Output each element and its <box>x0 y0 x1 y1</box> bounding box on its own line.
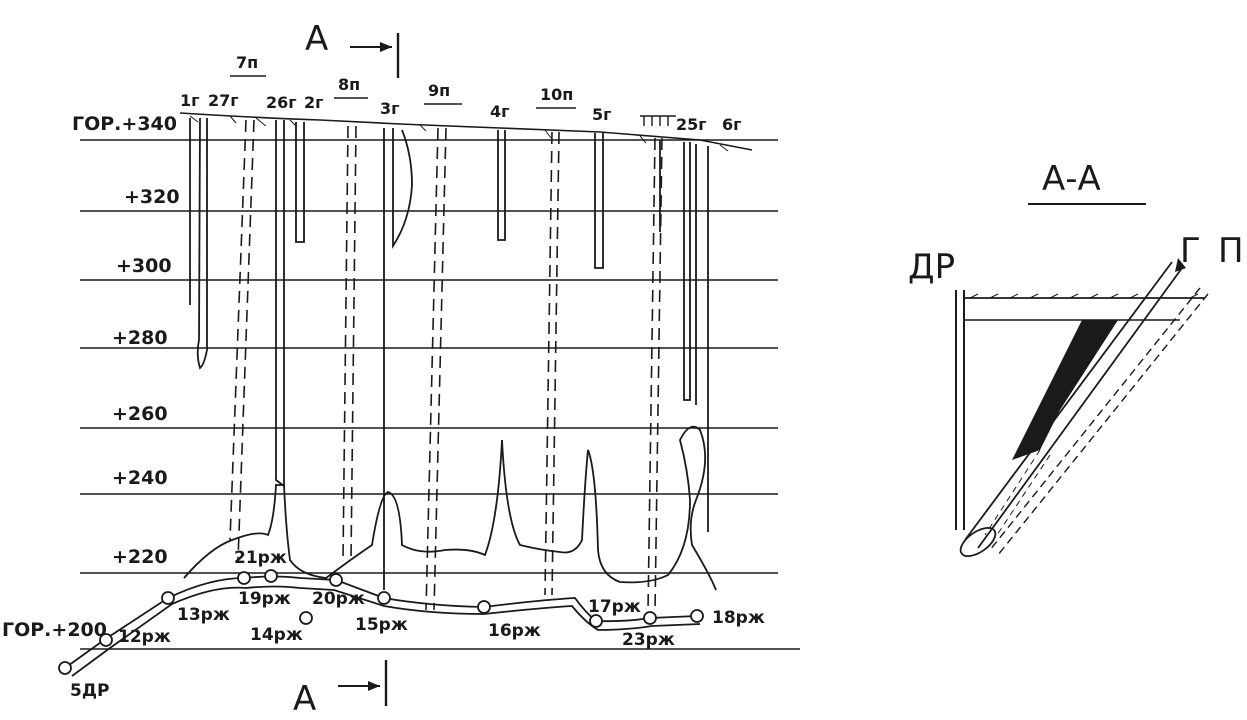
level-label-280: +280 <box>112 327 168 349</box>
cross-section-ore-body <box>1012 320 1118 460</box>
label-23rzh: 23рж <box>622 630 675 650</box>
hole-8p-a <box>342 125 349 561</box>
level-label-240: +240 <box>112 467 168 489</box>
point-19rzh <box>264 569 278 583</box>
point-14rzh <box>299 611 313 625</box>
cross-section-aa: А-А ДР Г П <box>908 159 1244 557</box>
hole-label-8p: 8п <box>334 75 368 99</box>
label-18rzh: 18рж <box>712 608 765 628</box>
inclined-holes <box>229 119 663 613</box>
cross-section-ground-hatching <box>969 293 1199 299</box>
level-top-label: ГОР.+340 <box>72 113 177 135</box>
hole-label-9p: 9п <box>424 81 462 105</box>
hole-25-b <box>654 137 663 613</box>
level-label-320: +320 <box>124 186 180 208</box>
point-23rzh <box>643 611 657 625</box>
label-well-1g: 1г <box>180 91 200 110</box>
label-17rzh: 17рж <box>588 597 641 617</box>
cross-section-title: А-А <box>1042 159 1101 199</box>
hole-25-a <box>647 137 656 613</box>
collar-marks <box>640 115 676 126</box>
point-18rzh <box>690 609 704 623</box>
point-17rzh <box>589 614 603 628</box>
well-4g <box>497 130 506 241</box>
label-19rzh: 19рж <box>238 589 291 609</box>
hole-9p-a <box>425 127 439 611</box>
cross-section-well-arrow <box>1175 258 1186 272</box>
point-20rzh <box>329 573 343 587</box>
label-well-3g: 3г <box>380 99 400 118</box>
label-well-26g: 26г <box>266 93 297 112</box>
well-26g <box>275 120 285 488</box>
svg-text:А: А <box>293 679 316 719</box>
cross-section-core-lines <box>984 449 1051 539</box>
level-label-300: +300 <box>116 255 172 277</box>
label-15rzh: 15рж <box>355 615 408 635</box>
label-well-2g: 2г <box>304 93 324 112</box>
well-3g <box>392 128 413 250</box>
svg-text:А: А <box>305 19 328 59</box>
point-15rzh <box>377 591 391 605</box>
hole-10p-b <box>551 131 560 596</box>
cross-section-hole-p <box>989 287 1209 556</box>
label-well-25g: 25г <box>676 115 707 134</box>
hole-7p-a <box>229 119 247 541</box>
label-21rzh: 21рж <box>234 548 287 568</box>
label-12rzh: 12рж <box>118 627 171 647</box>
hole-label-7p: 7п <box>230 53 266 77</box>
hole-10p-a <box>544 131 553 596</box>
label-well-4g: 4г <box>490 102 510 121</box>
label-13rzh: 13рж <box>177 605 230 625</box>
hole-label-10p: 10п <box>536 85 576 109</box>
point-21rzh <box>237 571 251 585</box>
drift-lower-inner <box>71 585 701 677</box>
label-well-6g: 6г <box>722 115 742 134</box>
cross-section-bottom <box>959 527 997 557</box>
hole-9p-b <box>433 127 447 611</box>
ground-surface <box>179 112 753 151</box>
well-27g <box>196 117 208 370</box>
well-5g <box>594 133 604 269</box>
svg-text:9п: 9п <box>428 81 450 100</box>
label-well-5g: 5г <box>592 105 612 124</box>
cross-section-label-p: П <box>1218 231 1244 271</box>
hole-8p-b <box>350 125 357 561</box>
surface-wells <box>189 117 709 590</box>
label-well-27g: 27г <box>208 91 239 110</box>
observation-points <box>58 569 704 675</box>
well-2g <box>295 122 305 243</box>
point-13rzh <box>161 591 175 605</box>
label-16rzh: 16рж <box>488 621 541 641</box>
point-16rzh <box>477 600 491 614</box>
cross-section-label-g: Г <box>1180 231 1201 271</box>
ore-body-contour <box>183 425 717 591</box>
level-bottom-label: ГОР.+200 <box>2 619 107 641</box>
section-marker-bottom: А <box>293 660 388 719</box>
well-25g-a <box>683 142 691 401</box>
section-marker-top: А <box>305 19 400 78</box>
level-label-260: +260 <box>112 403 168 425</box>
svg-text:7п: 7п <box>236 53 258 72</box>
cross-section-drift <box>955 290 965 530</box>
hole-7p-b <box>237 119 255 561</box>
cross-section-label-dr: ДР <box>908 247 955 287</box>
cross-section-well-g <box>964 261 1183 549</box>
label-5dr: 5ДР <box>70 681 109 701</box>
label-20rzh: 20рж <box>312 589 365 609</box>
point-5dr <box>58 661 72 675</box>
svg-text:10п: 10п <box>540 85 573 104</box>
point-12rzh <box>99 633 113 647</box>
ground-hatching <box>189 115 729 152</box>
label-14rzh: 14рж <box>250 625 303 645</box>
svg-text:8п: 8п <box>338 75 360 94</box>
level-label-220: +220 <box>112 546 168 568</box>
